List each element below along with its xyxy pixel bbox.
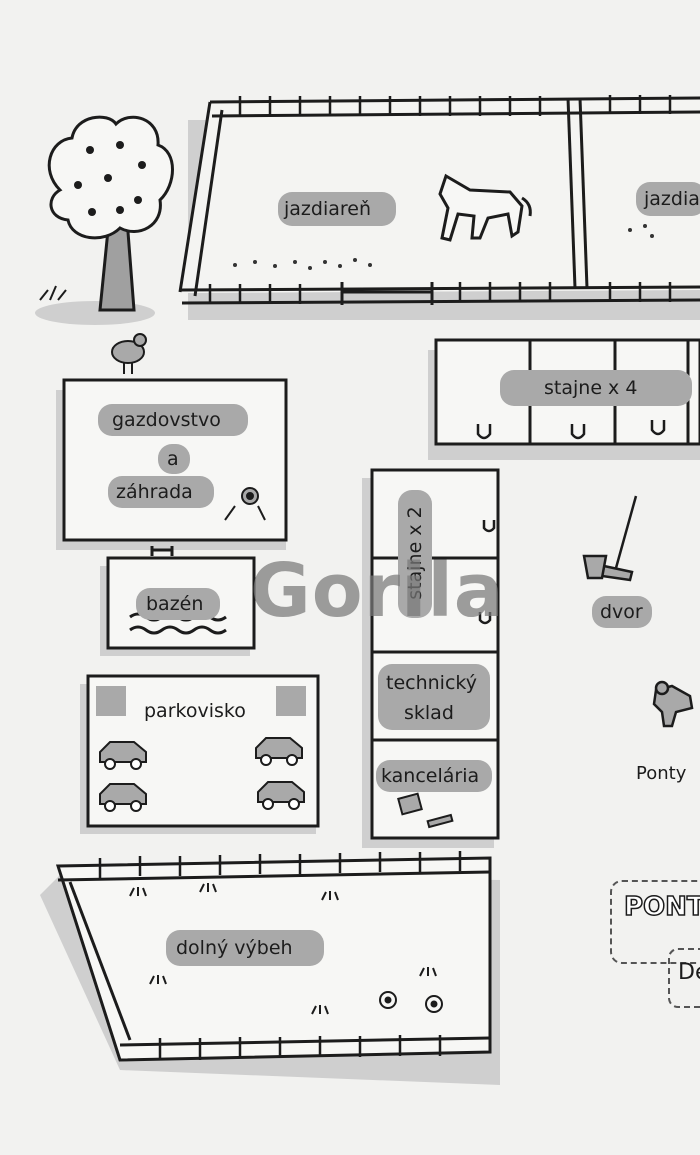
lower-paddock-pill: [166, 930, 324, 966]
office-label: kancelária: [381, 765, 480, 787]
farm-pill-2: [158, 444, 190, 474]
paddock-grass: [129, 883, 437, 1015]
horse-upper: [438, 173, 532, 242]
lower-paddock-label: dolný výbeh: [176, 937, 293, 959]
tech-storage-pill: [378, 664, 490, 730]
apple-tree: [47, 115, 174, 312]
riding-hall-pill: [278, 192, 396, 226]
dog-icon: [652, 680, 694, 728]
grass-tuft: [39, 285, 67, 301]
horseshoe-icons: [476, 420, 666, 625]
upper-fence: [178, 96, 700, 305]
stables-2-pill: [398, 490, 432, 618]
car-icons: [99, 737, 305, 812]
dirt-dots: [233, 224, 654, 270]
stables-4-pill: [500, 370, 692, 406]
dog-name-label: Ponty: [636, 763, 687, 784]
watermark: Gorila: [250, 548, 505, 634]
farm-pill-1: [98, 404, 248, 436]
side-callout-box-2: [668, 948, 700, 1008]
side-callout-title: PONT: [623, 892, 700, 922]
chicken: [111, 333, 147, 374]
side-callout-box: [610, 880, 700, 964]
farm-label-line2: a: [167, 448, 179, 470]
parking-label: parkovisko: [144, 700, 246, 722]
paddock-flowers: [379, 991, 443, 1013]
pool-pill: [136, 588, 220, 620]
flower-icon: [224, 487, 266, 521]
tech-storage-label-line1: technický: [386, 672, 477, 694]
pool-label: bazén: [146, 593, 204, 615]
riding-hall-2-label: jazdiareň: [644, 188, 700, 210]
farm-label-line1: gazdovstvo: [112, 409, 221, 431]
riding-hall-label: jazdiareň: [284, 198, 372, 220]
farm-pill-3: [108, 476, 214, 508]
lower-fence-posts: [98, 851, 462, 1060]
tech-storage-label-line2: sklad: [404, 702, 454, 724]
computer-icon: [397, 792, 454, 829]
yard-pill: [592, 596, 652, 628]
riding-hall-2-pill: [636, 182, 700, 216]
upper-fence-posts: [208, 95, 672, 304]
stables-4-label: stajne x 4: [544, 377, 638, 399]
yard-label: dvor: [600, 601, 643, 623]
parking-signs: [96, 686, 306, 716]
office-pill: [376, 760, 492, 792]
side-callout-text: De: [678, 960, 700, 985]
farm-label-line3: záhrada: [116, 481, 193, 503]
broom-bucket-icon: [582, 495, 638, 582]
